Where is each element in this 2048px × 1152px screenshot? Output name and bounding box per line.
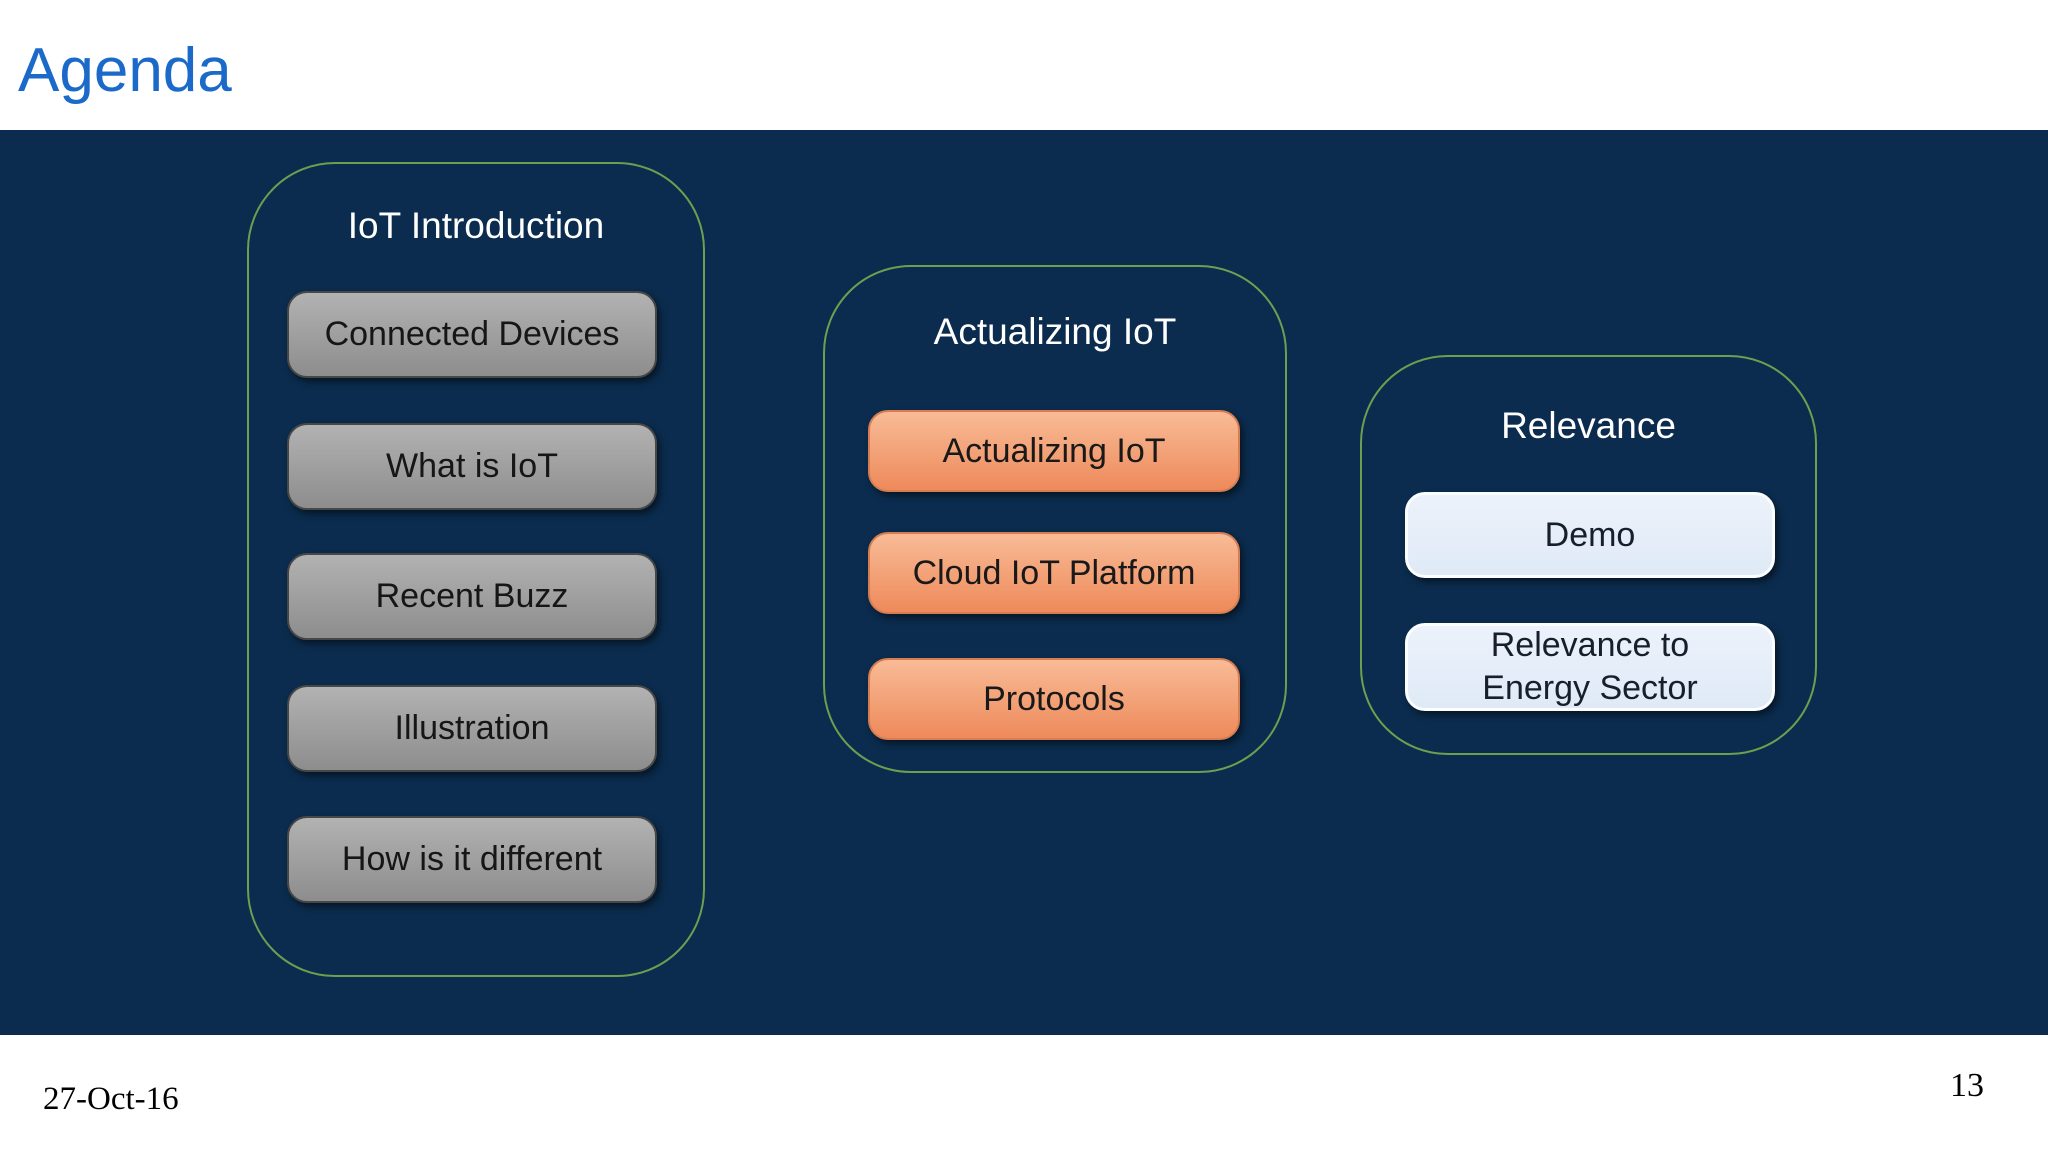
group-iot-introduction: IoT Introduction Connected Devices What …: [247, 162, 705, 977]
agenda-item-connected-devices: Connected Devices: [287, 291, 657, 378]
group-title: IoT Introduction: [347, 205, 605, 246]
group-relevance: Relevance Demo Relevance to Energy Secto…: [1360, 355, 1817, 755]
slide-body: IoT Introduction Connected Devices What …: [0, 130, 2048, 1035]
agenda-item-protocols: Protocols: [868, 658, 1240, 740]
slide-footer: 27-Oct-16 13: [0, 1035, 2048, 1152]
group-title: Relevance: [1501, 405, 1676, 446]
agenda-item-relevance-to-energy-sector: Relevance to Energy Sector: [1405, 623, 1775, 711]
page-title: Agenda: [18, 36, 232, 105]
group-title: Actualizing IoT: [933, 311, 1177, 352]
agenda-item-how-is-it-different: How is it different: [287, 816, 657, 903]
agenda-item-cloud-iot-platform: Cloud IoT Platform: [868, 532, 1240, 614]
agenda-item-what-is-iot: What is IoT: [287, 423, 657, 510]
slide-header: Agenda: [0, 0, 2048, 130]
agenda-item-recent-buzz: Recent Buzz: [287, 553, 657, 640]
page-number: 13: [1950, 1067, 1984, 1104]
agenda-item-illustration: Illustration: [287, 685, 657, 772]
agenda-item-demo: Demo: [1405, 492, 1775, 578]
agenda-item-actualizing-iot: Actualizing IoT: [868, 410, 1240, 492]
footer-date: 27-Oct-16: [43, 1081, 179, 1117]
group-actualizing-iot: Actualizing IoT Actualizing IoT Cloud Io…: [823, 265, 1287, 773]
